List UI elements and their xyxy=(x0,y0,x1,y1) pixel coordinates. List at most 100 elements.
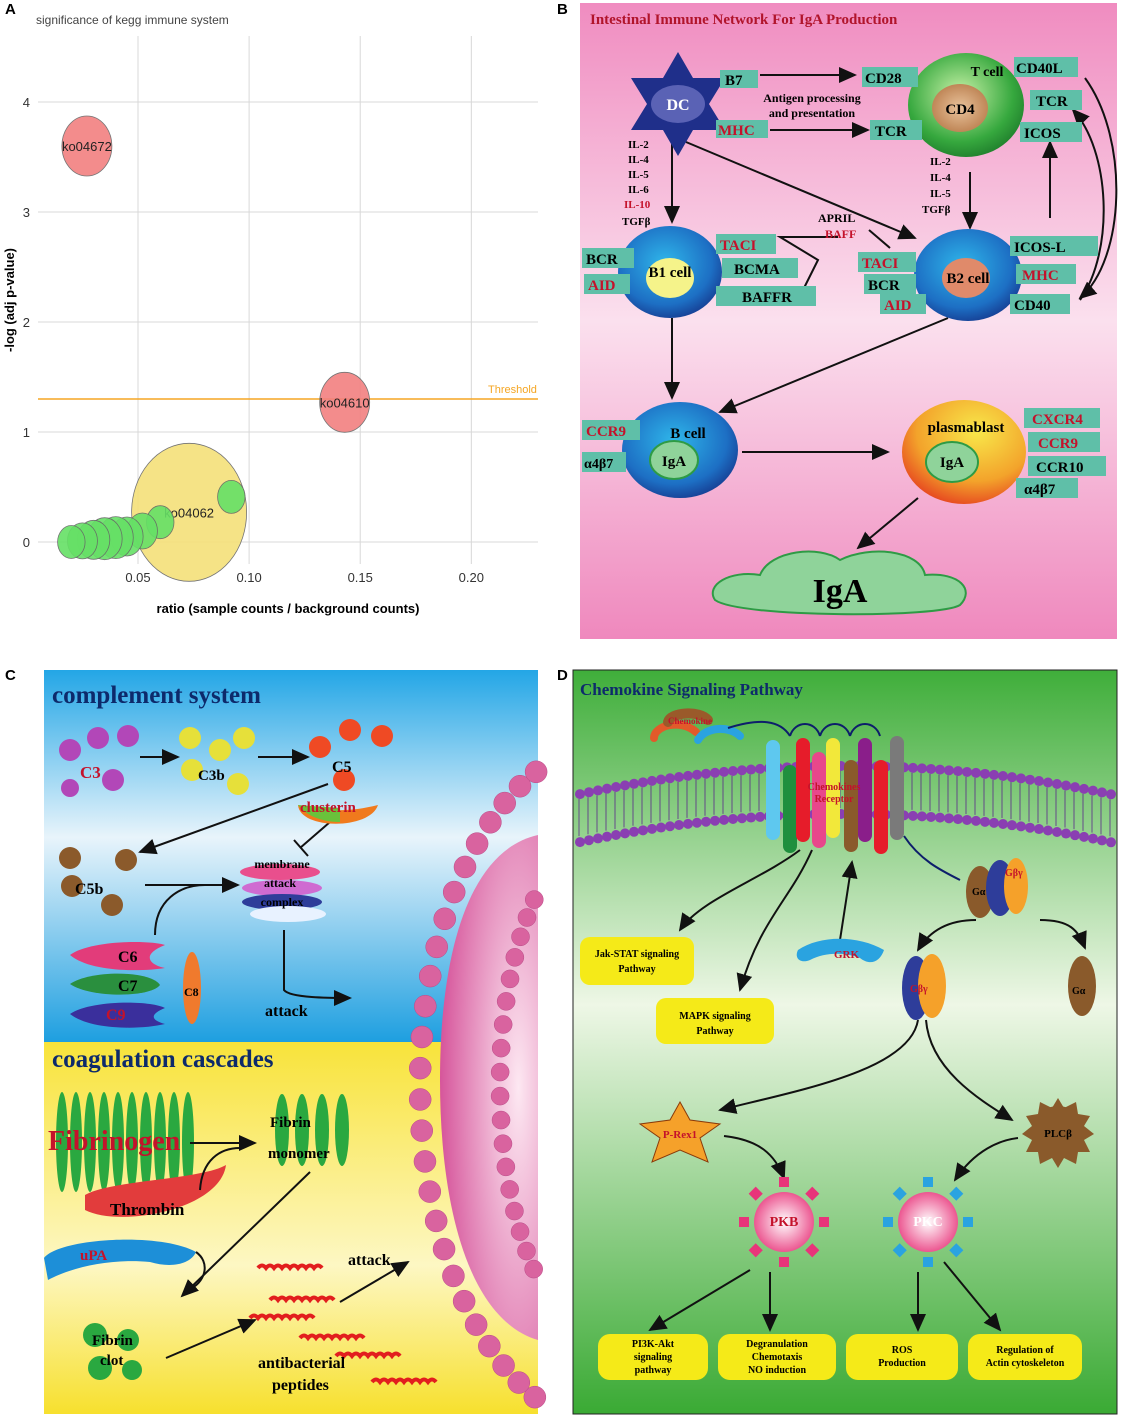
receptor-label-2: Receptor xyxy=(815,794,854,805)
svg-text:IL-4: IL-4 xyxy=(628,154,649,166)
cytokines-left: IL-2 IL-4 IL-5 IL-6 IL-10 TGFβ xyxy=(622,139,651,228)
tag-tcr-right: TCR xyxy=(1036,94,1068,110)
clusterin: clusterin xyxy=(298,800,378,824)
april-label: APRIL xyxy=(818,211,855,225)
fibrin-monomer-1: Fibrin xyxy=(270,1115,311,1131)
lipid-head xyxy=(953,766,963,777)
cell-membrane xyxy=(408,760,548,1409)
tag-bcr-b2: BCR xyxy=(868,278,900,294)
peptide xyxy=(370,1377,438,1386)
b2-cell-label: B2 cell xyxy=(947,271,990,287)
kinase-spike xyxy=(892,1186,907,1201)
lipid-head xyxy=(737,765,747,776)
lipid-head xyxy=(1106,837,1116,848)
t-tags: CD28 CD40L TCR TCR ICOS xyxy=(862,57,1082,142)
ga2-label: Gα xyxy=(1072,986,1086,997)
tag-icos-l: ICOS-L xyxy=(1014,240,1066,256)
lipid-head xyxy=(728,814,738,825)
prex1-star: P-Rex1 xyxy=(638,1100,722,1163)
panel-d-title: Chemokine Signaling Pathway xyxy=(580,680,803,699)
upa-label: uPA xyxy=(80,1248,107,1264)
tag-ccr9-bcell: CCR9 xyxy=(586,424,626,440)
lipid-head xyxy=(1088,785,1098,796)
svg-text:Production: Production xyxy=(878,1358,926,1369)
lipid-head xyxy=(917,811,927,822)
c6-label: C6 xyxy=(118,949,138,966)
fibrinogen-strand xyxy=(182,1092,194,1192)
grk-label: GRK xyxy=(834,949,860,961)
lipid-head xyxy=(611,829,621,840)
plcb-label: PLCβ xyxy=(1044,1128,1072,1140)
lipid-head xyxy=(1106,789,1116,800)
lipid-head xyxy=(980,816,990,827)
lipid-head xyxy=(1052,826,1062,837)
membrane-bead xyxy=(418,1180,442,1203)
dc-cell: DC xyxy=(631,52,725,156)
mac-label-3: complex xyxy=(261,895,304,909)
kinase-spike xyxy=(805,1243,820,1258)
lipid-head xyxy=(719,766,729,777)
tag-cd28: CD28 xyxy=(865,71,902,87)
lipid-head xyxy=(701,768,711,779)
fibrinogen-strand xyxy=(98,1092,110,1192)
membrane-bead xyxy=(453,855,477,879)
ga-label: Gα xyxy=(972,887,986,898)
receptor-loops xyxy=(727,720,881,737)
b-cell-iga: IgA xyxy=(662,454,686,470)
membrane-bead xyxy=(517,908,537,927)
lipid-head xyxy=(746,764,756,775)
pkc: PKC xyxy=(883,1177,973,1267)
plasmablast-cell: plasmablast IgA xyxy=(902,400,1026,504)
thrombin-label: Thrombin xyxy=(110,1200,185,1219)
fibrinogen-strand xyxy=(112,1092,124,1192)
plot-area xyxy=(38,36,538,564)
lipid-head xyxy=(935,812,945,823)
tag-mhc-dc: MHC xyxy=(718,123,755,139)
lipid-head xyxy=(1016,821,1026,832)
peptide xyxy=(268,1295,336,1304)
svg-text:Jak-STAT signaling: Jak-STAT signaling xyxy=(595,949,679,960)
lipid-head xyxy=(746,812,756,823)
membrane-bead xyxy=(442,880,466,904)
lipid-head xyxy=(683,770,693,781)
fibrin-monomer-shapes xyxy=(275,1094,349,1166)
svg-text:Degranulation: Degranulation xyxy=(746,1339,808,1350)
lipid-head xyxy=(962,814,972,825)
lipid-head xyxy=(1007,820,1017,831)
g-protein: Gα Gβγ xyxy=(966,858,1028,918)
lipid-head xyxy=(620,780,630,791)
tag-b7: B7 xyxy=(725,73,743,89)
tag-aid-b2: AID xyxy=(884,298,912,314)
membrane-bead xyxy=(479,811,502,834)
membrane-bead xyxy=(496,992,516,1011)
lipid-head xyxy=(917,763,927,774)
svg-text:pathway: pathway xyxy=(635,1365,672,1376)
pkb-label: PKB xyxy=(770,1215,799,1230)
chemokine-receptor: Chemokines Receptor xyxy=(766,736,904,854)
membrane-bead xyxy=(525,890,544,909)
membrane-bead xyxy=(523,1385,547,1409)
actin-box: Regulation of Actin cytoskeleton xyxy=(968,1334,1082,1380)
lipid-head xyxy=(629,778,639,789)
point-label: ko04062 xyxy=(164,505,214,520)
svg-text:IL-4: IL-4 xyxy=(930,172,951,184)
lipid-head xyxy=(1079,831,1089,842)
membrane-bead xyxy=(408,1088,432,1111)
fibrinogen-strand xyxy=(140,1092,152,1192)
panel-d: D Chemokine Signaling Pathway Chemokine … xyxy=(557,667,1118,1415)
lipid-head xyxy=(593,833,603,844)
fibrinogen-strand xyxy=(126,1092,138,1192)
peptide xyxy=(256,1263,324,1272)
membrane-bead xyxy=(491,1110,511,1130)
lipid-head xyxy=(728,766,738,777)
antibacterial-label-2: peptides xyxy=(272,1377,329,1394)
fibrinogen-label: Fibrinogen xyxy=(48,1126,181,1157)
membrane-bead xyxy=(490,1086,510,1106)
lipid-head xyxy=(647,823,657,834)
gbg2-label: Gβγ xyxy=(910,984,928,995)
membrane-bead xyxy=(507,1371,531,1394)
b1-cell: B1 cell xyxy=(618,226,722,318)
membrane-bead xyxy=(517,1241,536,1261)
lipid-head xyxy=(980,768,990,779)
